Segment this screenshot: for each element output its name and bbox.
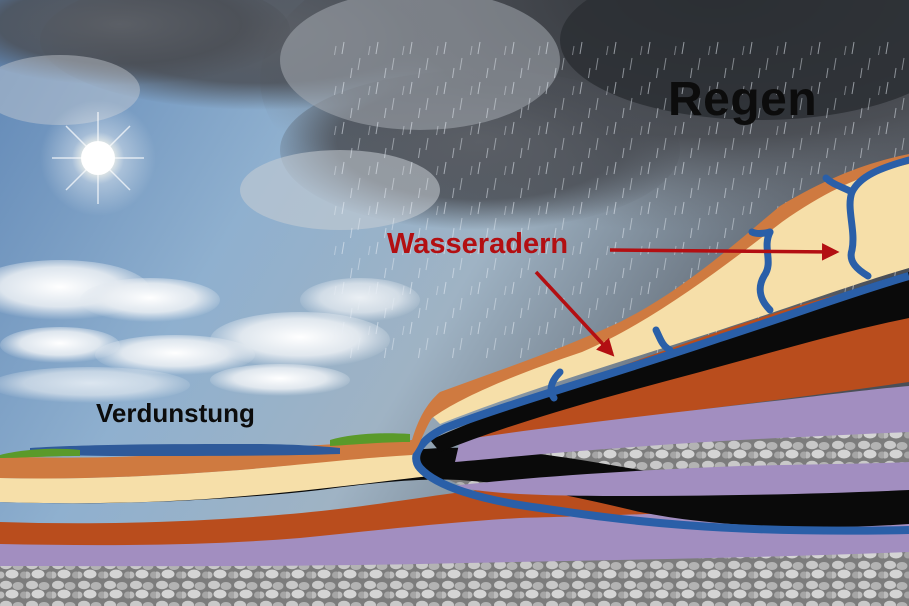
lavender-layer-hill bbox=[455, 386, 909, 462]
arrow-icon bbox=[534, 243, 840, 357]
sun-icon bbox=[40, 100, 156, 216]
topsoil-hill bbox=[412, 154, 909, 455]
sand-layer-flat bbox=[0, 452, 430, 504]
grass-left bbox=[0, 448, 80, 458]
water-veins bbox=[547, 156, 909, 402]
sand-layer-hill bbox=[432, 162, 909, 424]
evaporation-label: Verdunstung bbox=[96, 398, 255, 428]
water-veins-label: Wasseradern bbox=[387, 228, 569, 260]
aquifer-line bbox=[412, 272, 909, 535]
gravel-layer bbox=[0, 548, 909, 606]
lavender-stripe bbox=[450, 462, 909, 496]
grass-right bbox=[330, 433, 410, 446]
lake bbox=[30, 444, 340, 456]
clay-layer-low bbox=[0, 447, 909, 528]
rain-label: Regen bbox=[668, 73, 818, 126]
